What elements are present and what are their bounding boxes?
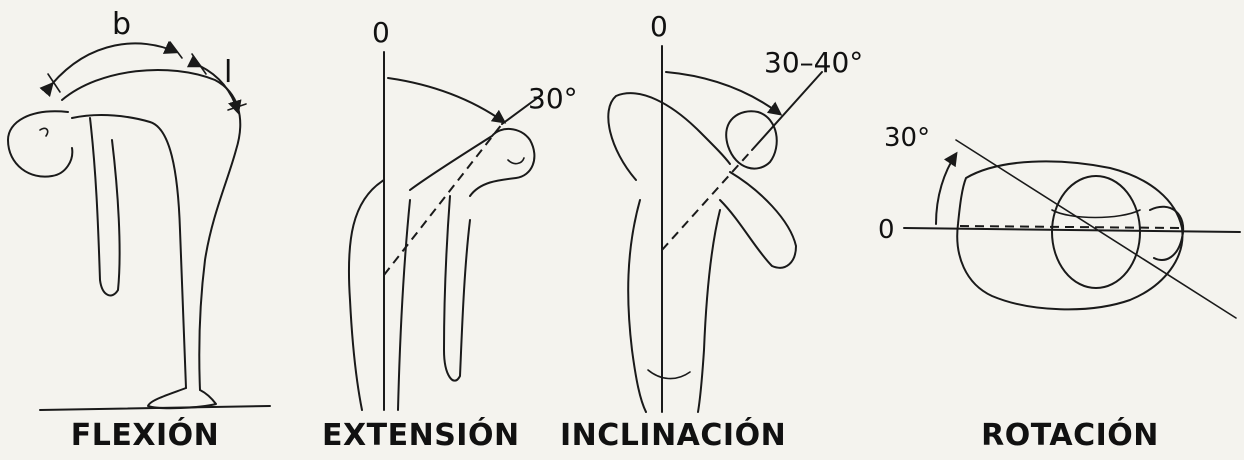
angle-label: 30° bbox=[884, 123, 930, 153]
head-outline bbox=[8, 111, 72, 176]
label-extension: EXTENSIÓN bbox=[322, 418, 518, 454]
angle-label: 30° bbox=[528, 82, 578, 115]
extension-figure: 0 30° bbox=[349, 16, 578, 410]
flexion-figure: b l bbox=[8, 7, 270, 410]
rotation-figure: 30° 0 bbox=[878, 123, 1240, 318]
angle-label: 30–40° bbox=[764, 46, 863, 79]
spine-axis-dashed bbox=[662, 150, 752, 250]
label-rotation: ROTACIÓN bbox=[980, 418, 1160, 454]
left-arm-outline bbox=[608, 93, 730, 180]
head-detail bbox=[1052, 210, 1140, 218]
back-outline bbox=[62, 70, 240, 390]
arm-outline bbox=[90, 118, 120, 295]
rotation-angle-arc bbox=[936, 154, 956, 224]
arc-b-label: b bbox=[112, 7, 131, 42]
arm-outline bbox=[444, 196, 470, 381]
right-arm-outline bbox=[720, 172, 796, 268]
arc-l-label: l bbox=[224, 55, 232, 90]
zero-label: 0 bbox=[878, 215, 895, 245]
ear-mark bbox=[40, 128, 48, 136]
arc-l-tick-top bbox=[192, 54, 206, 74]
shoulder-axis-dashed bbox=[960, 226, 1180, 228]
spine-axis-dashed bbox=[384, 124, 502, 275]
zero-label: 0 bbox=[372, 16, 390, 49]
angle-ray bbox=[752, 72, 822, 150]
head-outline bbox=[1052, 176, 1140, 288]
horizontal-reference-line bbox=[904, 228, 1240, 232]
head-outline bbox=[726, 111, 777, 168]
lower-back-mark bbox=[648, 370, 690, 379]
arm-outline bbox=[1150, 207, 1183, 260]
extension-angle-arc bbox=[388, 78, 504, 122]
inclination-angle-arc bbox=[666, 72, 780, 114]
right-torso-outline bbox=[698, 210, 720, 412]
arc-b bbox=[52, 43, 176, 84]
foot-outline bbox=[148, 388, 216, 408]
shoulders-outline bbox=[957, 161, 1182, 309]
zero-label: 0 bbox=[650, 10, 668, 43]
front-leg-outline bbox=[72, 115, 186, 388]
label-flexion: FLEXIÓN bbox=[60, 418, 230, 454]
front-leg-outline bbox=[398, 200, 410, 410]
inclination-figure: 0 30–40° bbox=[608, 10, 863, 412]
left-torso-outline bbox=[628, 200, 646, 412]
back-body-outline bbox=[349, 180, 384, 410]
label-inclination: INCLINACIÓN bbox=[560, 418, 776, 454]
face-mark bbox=[508, 158, 524, 164]
